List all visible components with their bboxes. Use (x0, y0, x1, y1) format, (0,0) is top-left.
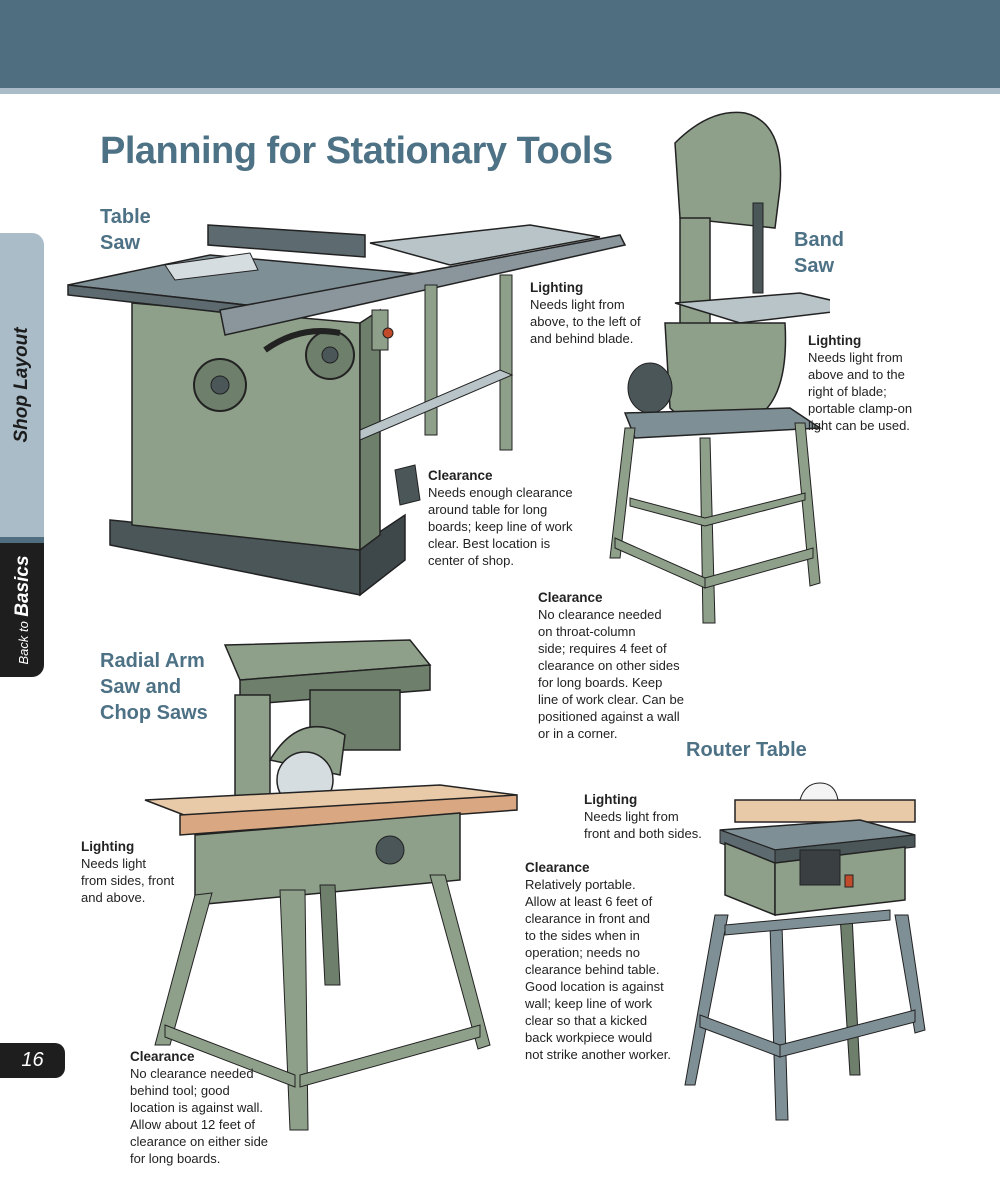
table-saw-illustration (67, 224, 627, 597)
band-saw-heading: Band Saw (794, 229, 844, 277)
radial-arm-clearance-label: Clearance (130, 1049, 195, 1064)
radial-arm-lighting-label: Lighting (81, 839, 135, 854)
radial-arm-clearance-text: No clearance needed behind tool; good lo… (130, 1066, 269, 1166)
header-stripe (0, 88, 1000, 94)
band-saw-clearance-label: Clearance (538, 590, 603, 605)
header-bar (0, 0, 1000, 88)
section-tab-label: Shop Layout (11, 327, 32, 443)
radial-arm-lighting-note: Lighting Needs light from sides, front a… (81, 838, 174, 906)
table-saw-clearance-note: Clearance Needs enough clearance around … (428, 467, 573, 569)
series-tab-label: Back to Basics (12, 555, 34, 664)
table-saw-clearance-label: Clearance (428, 468, 493, 483)
series-tab (0, 537, 44, 677)
router-table-lighting-text: Needs light from front and both sides. (584, 809, 702, 841)
router-table-lighting-label: Lighting (584, 792, 638, 807)
band-saw-clearance-note: Clearance No clearance needed on throat-… (538, 589, 684, 742)
radial-arm-clearance-note: Clearance No clearance needed behind too… (130, 1048, 268, 1167)
band-saw-clearance-text: No clearance needed on throat-column sid… (538, 607, 684, 741)
table-saw-clearance-text: Needs enough clearance around table for … (428, 485, 573, 568)
table-saw-lighting-label: Lighting (530, 280, 584, 295)
router-table-lighting-note: Lighting Needs light from front and both… (584, 791, 702, 842)
band-saw-illustration (609, 111, 830, 624)
section-tab (0, 233, 44, 537)
router-table-illustration (684, 782, 926, 1121)
router-table-heading: Router Table (686, 739, 807, 761)
router-table-clearance-label: Clearance (525, 860, 590, 875)
table-saw-lighting-text: Needs light from above, to the left of a… (530, 297, 641, 346)
series-tab-prefix: Back to (16, 621, 31, 665)
router-table-clearance-text: Relatively portable. Allow at least 6 fe… (525, 877, 671, 1062)
radial-arm-heading: Radial Arm Saw and Chop Saws (100, 650, 208, 724)
band-saw-lighting-label: Lighting (808, 333, 862, 348)
page-number: 16 (0, 1043, 65, 1078)
series-tab-name: Basics (12, 555, 33, 617)
page-title: Planning for Stationary Tools (100, 130, 613, 172)
table-saw-lighting-note: Lighting Needs light from above, to the … (530, 279, 641, 347)
radial-arm-saw-illustration (144, 639, 518, 1131)
band-saw-lighting-text: Needs light from above and to the right … (808, 350, 913, 433)
radial-arm-lighting-text: Needs light from sides, front and above. (81, 856, 175, 905)
band-saw-lighting-note: Lighting Needs light from above and to t… (808, 332, 912, 434)
table-saw-heading: Table Saw (100, 206, 151, 254)
router-table-clearance-note: Clearance Relatively portable. Allow at … (525, 859, 671, 1063)
